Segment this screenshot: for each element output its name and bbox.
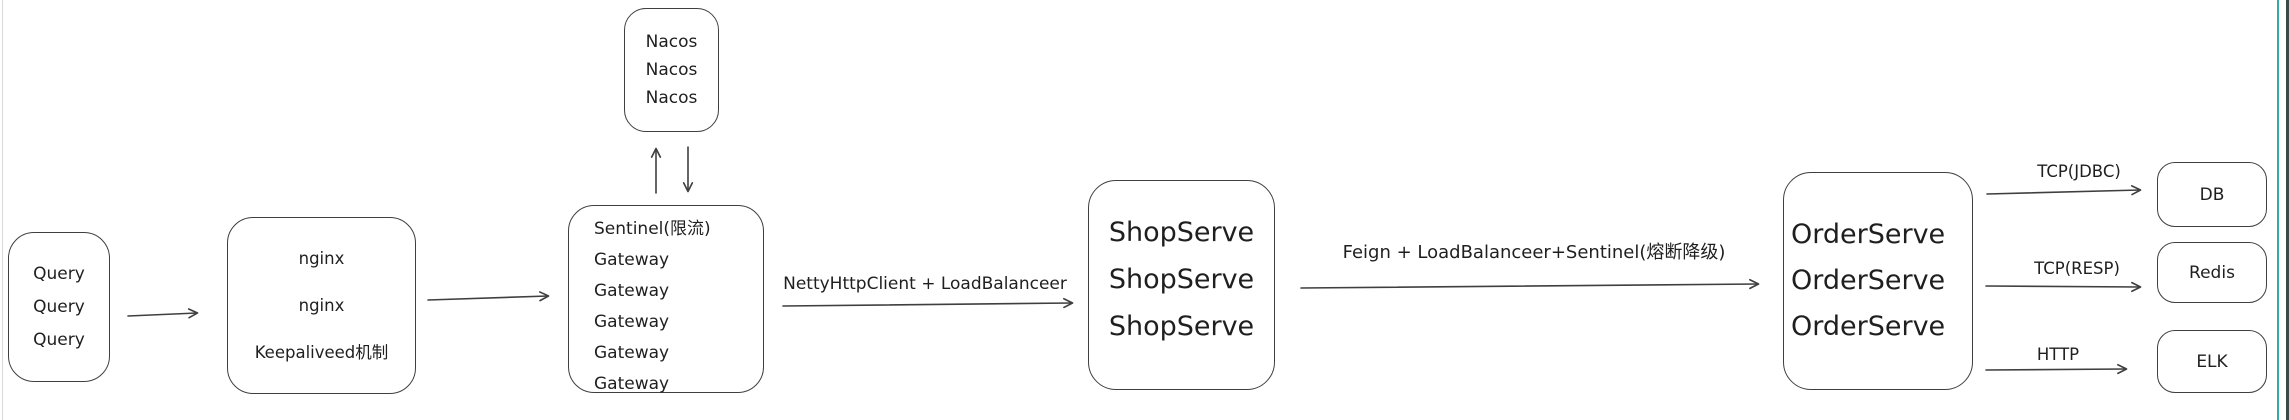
node-order-serve[interactable]: OrderServe OrderServe OrderServe [1783,172,1973,390]
node-gateway-line: Gateway [594,312,670,332]
node-gateway-line: Gateway [594,281,670,301]
node-nacos[interactable]: Nacos Nacos Nacos [624,8,719,132]
arrow-query-to-nginx [127,308,199,319]
edge-label-shop-to-order: Feign + LoadBalanceer+Sentinel(熔断降级) [1342,242,1726,263]
arrow-nginx-to-gateway [427,291,550,302]
node-elk[interactable]: ELK [2157,330,2267,393]
node-query-line: Query [33,329,85,350]
right-scrollbar-line[interactable] [2277,0,2279,420]
window-right-edge [2286,0,2289,420]
node-nginx[interactable]: nginx nginx Keepaliveed机制 [227,217,416,394]
node-gateway-line: Sentinel(限流) [594,219,711,239]
node-order-serve-line: OrderServe [1791,265,1946,296]
node-nacos-line: Nacos [645,88,698,108]
node-shop-serve[interactable]: ShopServe ShopServe ShopServe [1088,180,1275,390]
edge-label-gateway-to-shop: NettyHttpClient + LoadBalanceer [783,274,1067,294]
node-nginx-line: nginx [298,249,345,268]
node-order-serve-line: OrderServe [1791,219,1946,250]
node-nginx-line: Keepaliveed机制 [254,343,389,362]
node-gateway-line: Gateway [594,374,670,394]
node-query-line: Query [33,263,85,284]
node-nacos-line: Nacos [645,32,698,52]
edge-label-order-to-db: TCP(JDBC) [2037,162,2121,181]
node-order-serve-line: OrderServe [1791,311,1946,342]
edge-label-order-to-redis: TCP(RESP) [2034,259,2120,278]
node-gateway-line: Gateway [594,250,670,270]
node-nginx-line: nginx [298,296,345,315]
node-shop-serve-line: ShopServe [1108,311,1255,342]
node-db-label: DB [2199,184,2225,205]
node-query[interactable]: Query Query Query [8,232,110,382]
node-shop-serve-line: ShopServe [1108,264,1255,295]
node-nacos-line: Nacos [645,60,698,80]
node-redis-label: Redis [2189,262,2235,283]
canvas-left-edge-line [2,0,3,420]
arrow-order-to-elk [1985,363,2128,375]
node-redis[interactable]: Redis [2157,242,2267,303]
edge-label-order-to-elk: HTTP [2036,345,2080,364]
arrow-order-to-redis [1985,281,2142,293]
node-db[interactable]: DB [2157,162,2267,227]
node-query-line: Query [33,296,85,317]
node-elk-label: ELK [2196,351,2228,372]
arrow-order-to-db [1986,185,2142,196]
arrow-gateway-to-shop [782,297,1074,309]
node-gateway-line: Gateway [594,343,670,363]
arrow-shop-to-order [1300,278,1760,290]
node-gateway[interactable]: Sentinel(限流) Gateway Gateway Gateway Gat… [568,205,764,394]
node-shop-serve-line: ShopServe [1108,217,1255,248]
